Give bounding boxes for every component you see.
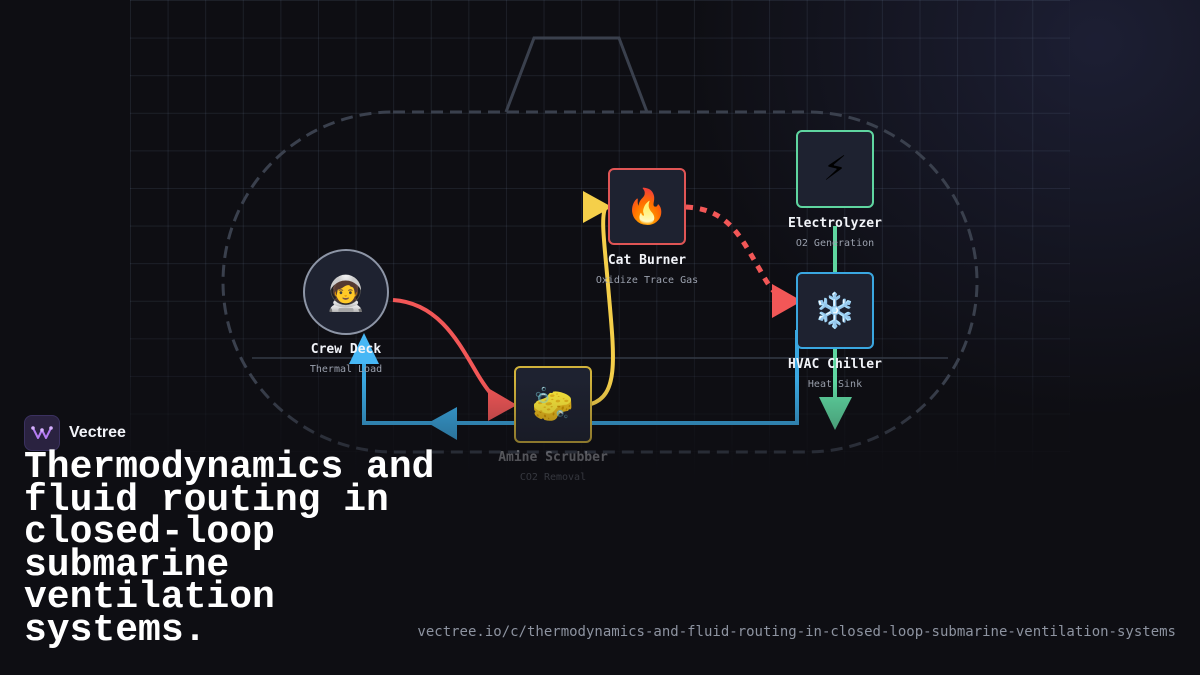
oxidized-flow	[685, 204, 802, 318]
electrolyzer-label: Electrolyzer	[788, 216, 882, 231]
oxygen-arrow	[819, 397, 852, 430]
crew-deck-label: Crew Deck	[311, 342, 382, 357]
page-url[interactable]: vectree.io/c/thermodynamics-and-fluid-ro…	[417, 624, 1176, 640]
cat-burner-label: Cat Burner	[608, 253, 686, 268]
fire-icon: 🔥	[626, 187, 668, 227]
oxidized-pipe	[685, 204, 787, 303]
brand[interactable]: Vectree	[24, 415, 126, 451]
crew-deck-node[interactable]: 🧑‍🚀 Crew Deck Thermal Load	[303, 249, 389, 375]
cat-burner-node[interactable]: 🔥 Cat Burner Oxidize Trace Gas	[596, 168, 698, 286]
crew-deck-sub: Thermal Load	[310, 364, 382, 375]
snowflake-icon: ❄️	[814, 291, 856, 331]
hvac-chiller-frame	[796, 272, 874, 349]
amine-scrubber-label: Amine Scrubber	[498, 450, 608, 465]
conning-tower	[504, 36, 649, 113]
page-title: Thermodynamics and fluid routing in clos…	[24, 446, 435, 652]
electrolyzer-node[interactable]: ⚡ Electrolyzer O2 Generation	[788, 130, 882, 249]
electrolyzer-frame	[796, 130, 874, 208]
oxidized-arrow	[772, 284, 802, 318]
hvac-chiller-node[interactable]: ❄️ HVAC Chiller Heat Sink	[788, 272, 882, 390]
lightning-icon: ⚡	[823, 149, 847, 189]
amine-scrubber-node[interactable]: 🧽 Amine Scrubber CO2 Removal	[498, 366, 608, 483]
hvac-chiller-sub: Heat Sink	[808, 379, 862, 390]
sponge-icon: 🧽	[532, 385, 578, 425]
cat-burner-sub: Oxidize Trace Gas	[596, 275, 698, 286]
cold-return-arrow-left	[428, 407, 457, 440]
brand-name: Vectree	[69, 424, 126, 441]
hot-exhaust-pipe	[392, 298, 513, 407]
amine-scrubber-sub: CO2 Removal	[520, 472, 586, 483]
hot-exhaust-arrow	[488, 388, 517, 421]
hot-exhaust-flow	[392, 298, 517, 421]
electrolyzer-sub: O2 Generation	[796, 238, 874, 249]
crew-deck-frame	[303, 249, 389, 335]
cold-return-arrow-up	[349, 333, 379, 364]
trace-gas-arrow	[583, 191, 612, 223]
hvac-chiller-label: HVAC Chiller	[788, 357, 882, 372]
cat-burner-frame	[608, 168, 686, 245]
vectree-logo-icon	[24, 415, 60, 451]
astronaut-icon: 🧑‍🚀	[325, 274, 367, 314]
